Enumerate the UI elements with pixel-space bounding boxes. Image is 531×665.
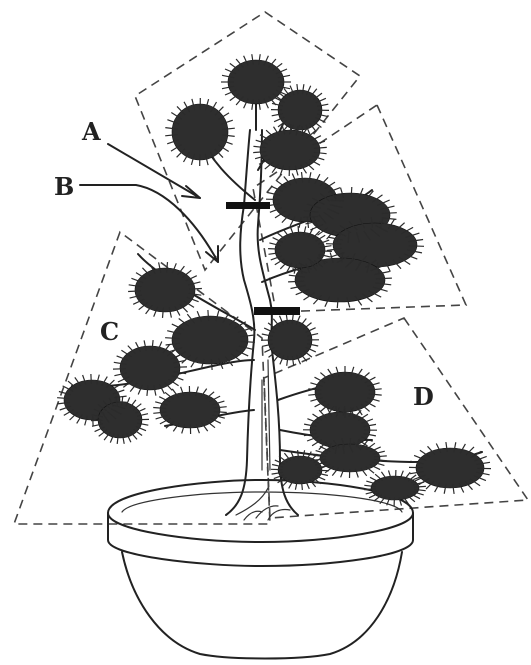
pine-needle <box>211 359 212 370</box>
pine-needle <box>337 298 338 308</box>
pine-needle <box>342 252 343 262</box>
pine-needle <box>351 187 352 197</box>
pine-needle <box>364 489 376 490</box>
pine-needle <box>288 281 304 282</box>
pine-needle <box>326 244 341 245</box>
pine-needle <box>268 249 280 250</box>
pine-needle <box>128 291 141 292</box>
pine-needle <box>382 213 397 214</box>
pine-needle <box>189 289 202 290</box>
cut-mark-upper <box>226 202 270 209</box>
pine-needle <box>348 233 349 243</box>
pine-needle <box>303 217 318 218</box>
pine-needle <box>301 264 302 274</box>
label-b: B <box>54 172 74 201</box>
pine-needle <box>208 310 209 321</box>
bonsai-foliage <box>57 54 491 506</box>
pine-needle <box>409 246 424 247</box>
pine-needle <box>298 226 299 236</box>
label-a: A <box>81 117 101 146</box>
pine-needle <box>376 278 392 279</box>
cut-mark-lower <box>254 307 300 315</box>
label-d: D <box>413 382 434 411</box>
foliage-pad-upper-right <box>273 178 417 302</box>
bonsai-pot <box>108 480 413 659</box>
pine-needle <box>320 251 332 252</box>
needle-texture <box>57 54 491 506</box>
label-c: C <box>100 317 119 346</box>
pine-needle <box>414 486 426 487</box>
